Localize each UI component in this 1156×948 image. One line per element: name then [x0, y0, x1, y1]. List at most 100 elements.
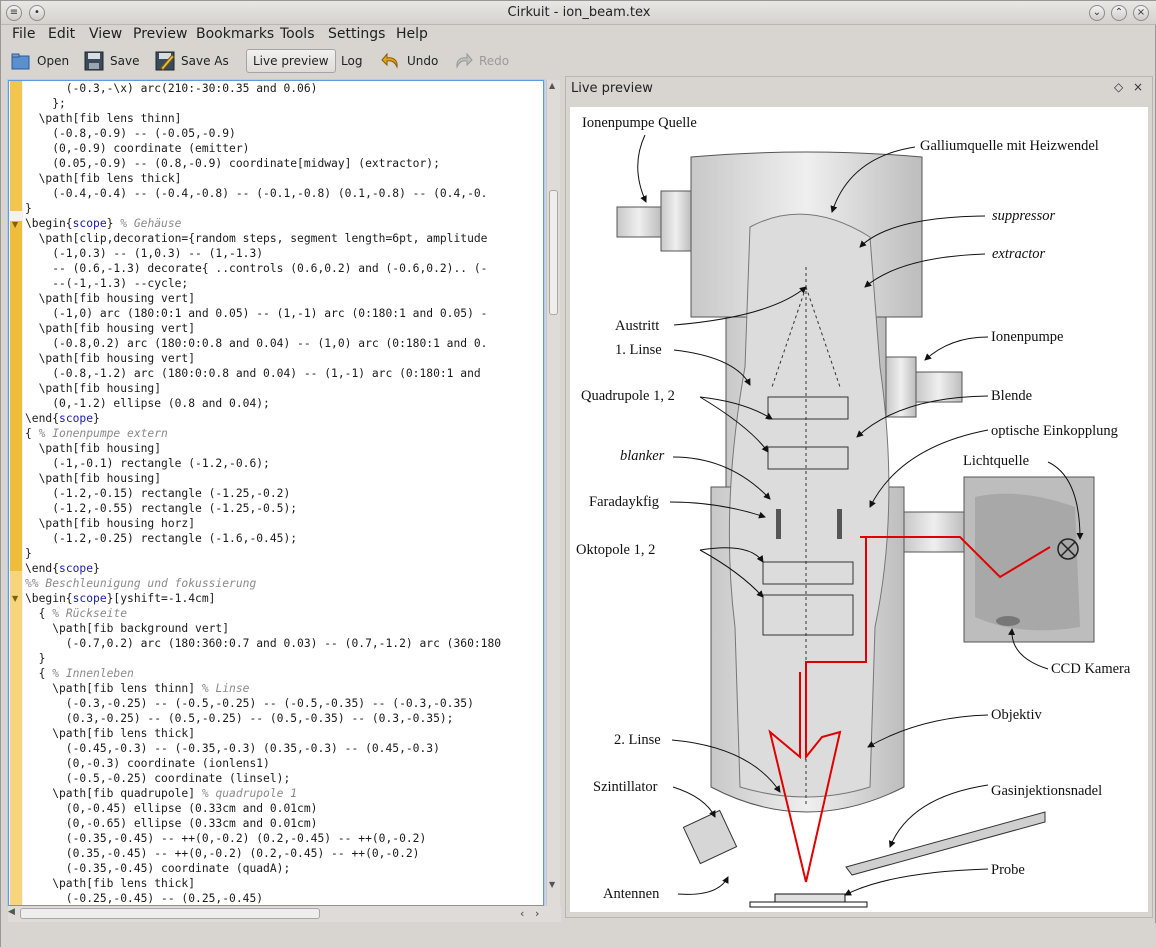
code-line[interactable]: \path[fib lens thick]: [25, 727, 196, 740]
gutter-gap: [10, 211, 22, 221]
code-line[interactable]: \path[fib quadrupole] % quadrupole 1: [25, 787, 298, 800]
code-line[interactable]: \end{scope}: [25, 412, 100, 425]
scrollbar-thumb[interactable]: [20, 908, 320, 919]
code-line[interactable]: --(-1,-1.3) --cycle;: [25, 277, 189, 290]
code-line[interactable]: (-0.8,0.2) arc (180:0:0.8 and 0.04) -- (…: [25, 337, 488, 350]
code-line[interactable]: (0,-0.3) coordinate (ionlens1): [25, 757, 270, 770]
code-line[interactable]: (-1.2,-0.15) rectangle (-1.25,-0.2): [25, 487, 291, 500]
code-line[interactable]: }: [25, 652, 46, 665]
code-line[interactable]: (-1,0.3) -- (1,0.3) -- (1,-1.3): [25, 247, 264, 260]
code-line[interactable]: \path[fib housing vert]: [25, 292, 196, 305]
open-button[interactable]: Open: [11, 49, 69, 73]
save-as-button[interactable]: Save As: [155, 49, 229, 73]
code-line[interactable]: (-1,-0.1) rectangle (-1.2,-0.6);: [25, 457, 270, 470]
scroll-right-small-icon[interactable]: ›: [535, 907, 540, 920]
label-ionenpumpe: Ionenpumpe: [991, 329, 1063, 345]
code-editor[interactable]: ▼ ▼ (-0.3,-\x) arc(210:-30:0.35 and 0.06…: [8, 80, 544, 906]
code-line[interactable]: \path[fib housing vert]: [25, 322, 196, 335]
code-line[interactable]: \end{scope}: [25, 562, 100, 575]
code-line[interactable]: (-0.3,-0.25) -- (-0.5,-0.25) -- (-0.5,-0…: [25, 697, 474, 710]
code-line[interactable]: }: [25, 202, 32, 215]
scroll-left-small-icon[interactable]: ‹: [520, 907, 525, 920]
close-panel-icon[interactable]: ×: [1133, 80, 1144, 94]
menu-preview[interactable]: Preview: [133, 26, 188, 42]
label-austritt: Austritt: [615, 318, 659, 334]
code-line[interactable]: \path[fib background vert]: [25, 622, 230, 635]
code-line[interactable]: \begin{scope} % Gehäuse: [25, 217, 182, 230]
maximize-icon[interactable]: ⌃: [1111, 5, 1127, 21]
save-button[interactable]: Save: [84, 49, 139, 73]
toolbar: Open Save Save As Live preview Log Undo …: [1, 47, 1156, 75]
code-line[interactable]: -- (0.6,-1.3) decorate{ ..controls (0.6,…: [25, 262, 488, 275]
code-line[interactable]: (-1.2,-0.25) rectangle (-1.6,-0.45);: [25, 532, 298, 545]
label-szintillator: Szintillator: [593, 779, 658, 795]
window-menu-icon[interactable]: ≡: [6, 5, 22, 21]
code-line[interactable]: (0,-1.2) ellipse (0.8 and 0.04);: [25, 397, 270, 410]
code-line[interactable]: (-0.35,-0.45) coordinate (quadA);: [25, 862, 291, 875]
editor-horizontal-scrollbar[interactable]: ◀ ‹ ›: [8, 906, 561, 922]
code-line[interactable]: (-0.8,-0.9) -- (-0.05,-0.9): [25, 127, 236, 140]
fold-arrow-icon[interactable]: ▼: [12, 220, 19, 229]
menu-file[interactable]: File: [12, 26, 36, 42]
code-line[interactable]: (-0.45,-0.3) -- (-0.35,-0.3) (0.35,-0.3)…: [25, 742, 440, 755]
menu-tools[interactable]: Tools: [280, 26, 315, 42]
log-button[interactable]: Log: [341, 49, 362, 73]
float-panel-icon[interactable]: ◇: [1114, 80, 1124, 94]
code-line[interactable]: (-0.25,-0.45) -- (0.25,-0.45): [25, 892, 264, 905]
menu-edit[interactable]: Edit: [48, 26, 76, 42]
code-line[interactable]: \path[fib housing vert]: [25, 352, 196, 365]
code-line[interactable]: \path[fib housing]: [25, 442, 162, 455]
live-preview-toggle[interactable]: Live preview: [246, 49, 336, 73]
code-line[interactable]: \path[fib housing horz]: [25, 517, 196, 530]
sticky-icon[interactable]: •: [29, 5, 45, 21]
scroll-left-icon[interactable]: ◀: [8, 907, 15, 917]
code-line[interactable]: (-1.2,-0.55) rectangle (-1.25,-0.5);: [25, 502, 298, 515]
code-line[interactable]: (-0.7,0.2) arc (180:360:0.7 and 0.03) --…: [25, 637, 502, 650]
undo-button[interactable]: Undo: [381, 49, 438, 73]
code-text[interactable]: (-0.3,-\x) arc(210:-30:0.35 and 0.06) };…: [25, 81, 543, 905]
code-line[interactable]: \path[fib lens thick]: [25, 172, 182, 185]
fold-arrow-icon[interactable]: ▼: [12, 594, 19, 603]
code-line[interactable]: (-0.5,-0.25) coordinate (linsel);: [25, 772, 291, 785]
code-line[interactable]: \path[fib lens thinn] % Linse: [25, 682, 250, 695]
scroll-down-icon[interactable]: ▼: [549, 880, 556, 889]
close-icon[interactable]: ×: [1133, 5, 1149, 21]
code-line[interactable]: \path[fib housing]: [25, 472, 162, 485]
editor-vertical-scrollbar[interactable]: ▲ ▼: [546, 80, 560, 906]
code-line[interactable]: (-1,0) arc (180:0:1 and 0.05) -- (1,-1) …: [25, 307, 488, 320]
menu-help[interactable]: Help: [396, 26, 428, 42]
code-line[interactable]: \path[fib lens thick]: [25, 877, 196, 890]
code-line[interactable]: { % Innenleben: [25, 667, 134, 680]
menu-bookmarks[interactable]: Bookmarks: [196, 26, 275, 42]
code-line[interactable]: \path[fib lens thinn]: [25, 112, 182, 125]
label-oktopole: Oktopole 1, 2: [576, 542, 655, 558]
code-line[interactable]: { % Ionenpumpe extern: [25, 427, 168, 440]
code-line[interactable]: (-0.8,-1.2) arc (180:0:0.8 and 0.04) -- …: [25, 367, 481, 380]
code-line[interactable]: { % Rückseite: [25, 607, 128, 620]
code-line[interactable]: (0,-0.65) ellipse (0.33cm and 0.01cm): [25, 817, 318, 830]
scroll-up-icon[interactable]: ▲: [549, 81, 556, 90]
code-line[interactable]: \begin{scope}[yshift=-1.4cm]: [25, 592, 216, 605]
label-quadrupole: Quadrupole 1, 2: [581, 388, 675, 404]
undo-label: Undo: [407, 54, 439, 68]
scrollbar-thumb[interactable]: [549, 190, 558, 315]
code-line[interactable]: (-0.35,-0.45) -- ++(0,-0.2) (0.2,-0.45) …: [25, 832, 427, 845]
code-line[interactable]: (0,-0.45) ellipse (0.33cm and 0.01cm): [25, 802, 318, 815]
code-line[interactable]: \path[fib housing]: [25, 382, 162, 395]
code-line[interactable]: %% Beschleunigung und fokussierung: [25, 577, 257, 590]
code-line[interactable]: (0.35,-0.45) -- ++(0,-0.2) (0.2,-0.45) -…: [25, 847, 420, 860]
changed-lines-marker: [10, 571, 22, 905]
code-line[interactable]: \path[clip,decoration={random steps, seg…: [25, 232, 488, 245]
code-line[interactable]: };: [25, 97, 66, 110]
menu-view[interactable]: View: [89, 26, 123, 42]
live-preview-label: Live preview: [253, 54, 329, 68]
code-line[interactable]: (0.3,-0.25) -- (0.5,-0.25) -- (0.5,-0.35…: [25, 712, 454, 725]
menu-settings[interactable]: Settings: [328, 26, 386, 42]
code-line[interactable]: (0,-0.9) coordinate (emitter): [25, 142, 250, 155]
code-line[interactable]: (-0.4,-0.4) -- (-0.4,-0.8) -- (-0.1,-0.8…: [25, 187, 488, 200]
code-line[interactable]: }: [25, 547, 32, 560]
code-line[interactable]: (0.05,-0.9) -- (0.8,-0.9) coordinate[mid…: [25, 157, 440, 170]
minimize-icon[interactable]: ⌄: [1089, 5, 1105, 21]
code-line[interactable]: (-0.3,-\x) arc(210:-30:0.35 and 0.06): [25, 82, 318, 95]
redo-button[interactable]: Redo: [453, 49, 509, 73]
